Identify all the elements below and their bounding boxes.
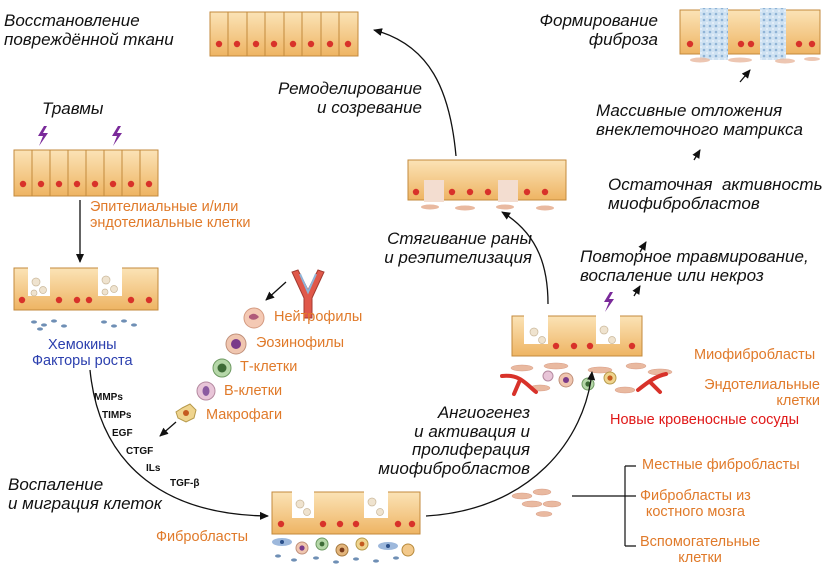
molecule-tgfb: TGF-β bbox=[170, 478, 200, 489]
label-neutrophils: Нейтрофилы bbox=[274, 309, 363, 325]
t-cell bbox=[212, 358, 232, 378]
label-new-vessels: Новые кровеносные сосуды bbox=[610, 412, 800, 428]
epithelium-contraction bbox=[407, 159, 567, 211]
blood-vessel bbox=[636, 372, 668, 394]
epithelium-fibrosis bbox=[679, 8, 821, 64]
epithelium-restored bbox=[209, 11, 359, 57]
stage-injury: Травмы bbox=[42, 99, 104, 118]
epithelium-damaged bbox=[13, 266, 159, 331]
stage-remodeling: Ремоделирование и созревание bbox=[278, 79, 422, 117]
lightning-icon bbox=[38, 126, 48, 146]
molecule-ils: ILs bbox=[146, 463, 161, 474]
label-endothelial: Эндотелиальные клетки bbox=[704, 377, 820, 409]
stage-restoration: Восстановление повреждённой ткани bbox=[4, 11, 174, 49]
label-fibroblasts: Фибробласты bbox=[156, 529, 249, 545]
label-bcells: В-клетки bbox=[224, 383, 283, 399]
stage-matrix: Массивные отложения внеклеточного матрик… bbox=[596, 101, 803, 139]
neutrophil-cell bbox=[243, 307, 265, 329]
source-bracket bbox=[572, 465, 636, 547]
stage-inflammation: Воспаление и миграция клеток bbox=[8, 475, 162, 513]
blood-vessel-icon bbox=[291, 269, 325, 319]
label-epithelial: Эпителиальные и/или эндотелиальные клетк… bbox=[90, 199, 251, 231]
label-eosinophils: Эозинофилы bbox=[256, 335, 345, 351]
fibroblast-cluster bbox=[511, 488, 562, 517]
epithelium-injury bbox=[13, 126, 159, 197]
blood-vessel bbox=[500, 373, 538, 396]
stage-angiogenesis: Ангиогенез и активация и пролиферация ми… bbox=[378, 403, 530, 479]
molecule-mmps: MMPs bbox=[94, 392, 123, 403]
label-macrophages: Макрофаги bbox=[206, 407, 283, 423]
eosinophil-cell bbox=[225, 333, 247, 355]
epithelium-inflammation bbox=[271, 490, 421, 564]
label-chemokines: Хемокины Факторы роста bbox=[32, 337, 133, 369]
lightning-icon bbox=[112, 126, 122, 146]
molecule-egf: EGF bbox=[112, 428, 133, 439]
label-myofibroblasts: Миофибробласты bbox=[694, 347, 816, 363]
flow-arrows bbox=[76, 28, 751, 520]
label-aux-cells: Вспомогательные клетки bbox=[640, 534, 761, 566]
label-tcells: Т-клетки bbox=[240, 359, 298, 375]
stage-residual: Остаточная активность миофибробластов bbox=[608, 175, 823, 213]
lightning-icon bbox=[604, 292, 614, 312]
stage-reinjury: Повторное травмирование, воспаление или … bbox=[580, 247, 809, 285]
label-local-fibroblasts: Местные фибробласты bbox=[642, 457, 800, 473]
molecule-timps: TIMPs bbox=[102, 410, 132, 421]
b-cell bbox=[196, 381, 216, 401]
stage-fibrosis: Формирование фиброза bbox=[539, 11, 658, 49]
epithelium-angiogenesis bbox=[500, 292, 673, 396]
macrophage-cell bbox=[175, 403, 197, 423]
stage-contraction: Стягивание раны и реэпителизация bbox=[384, 229, 532, 267]
label-bm-fibroblasts: Фибробласты из костного мозга bbox=[640, 488, 751, 520]
molecule-ctgf: CTGF bbox=[126, 446, 154, 457]
